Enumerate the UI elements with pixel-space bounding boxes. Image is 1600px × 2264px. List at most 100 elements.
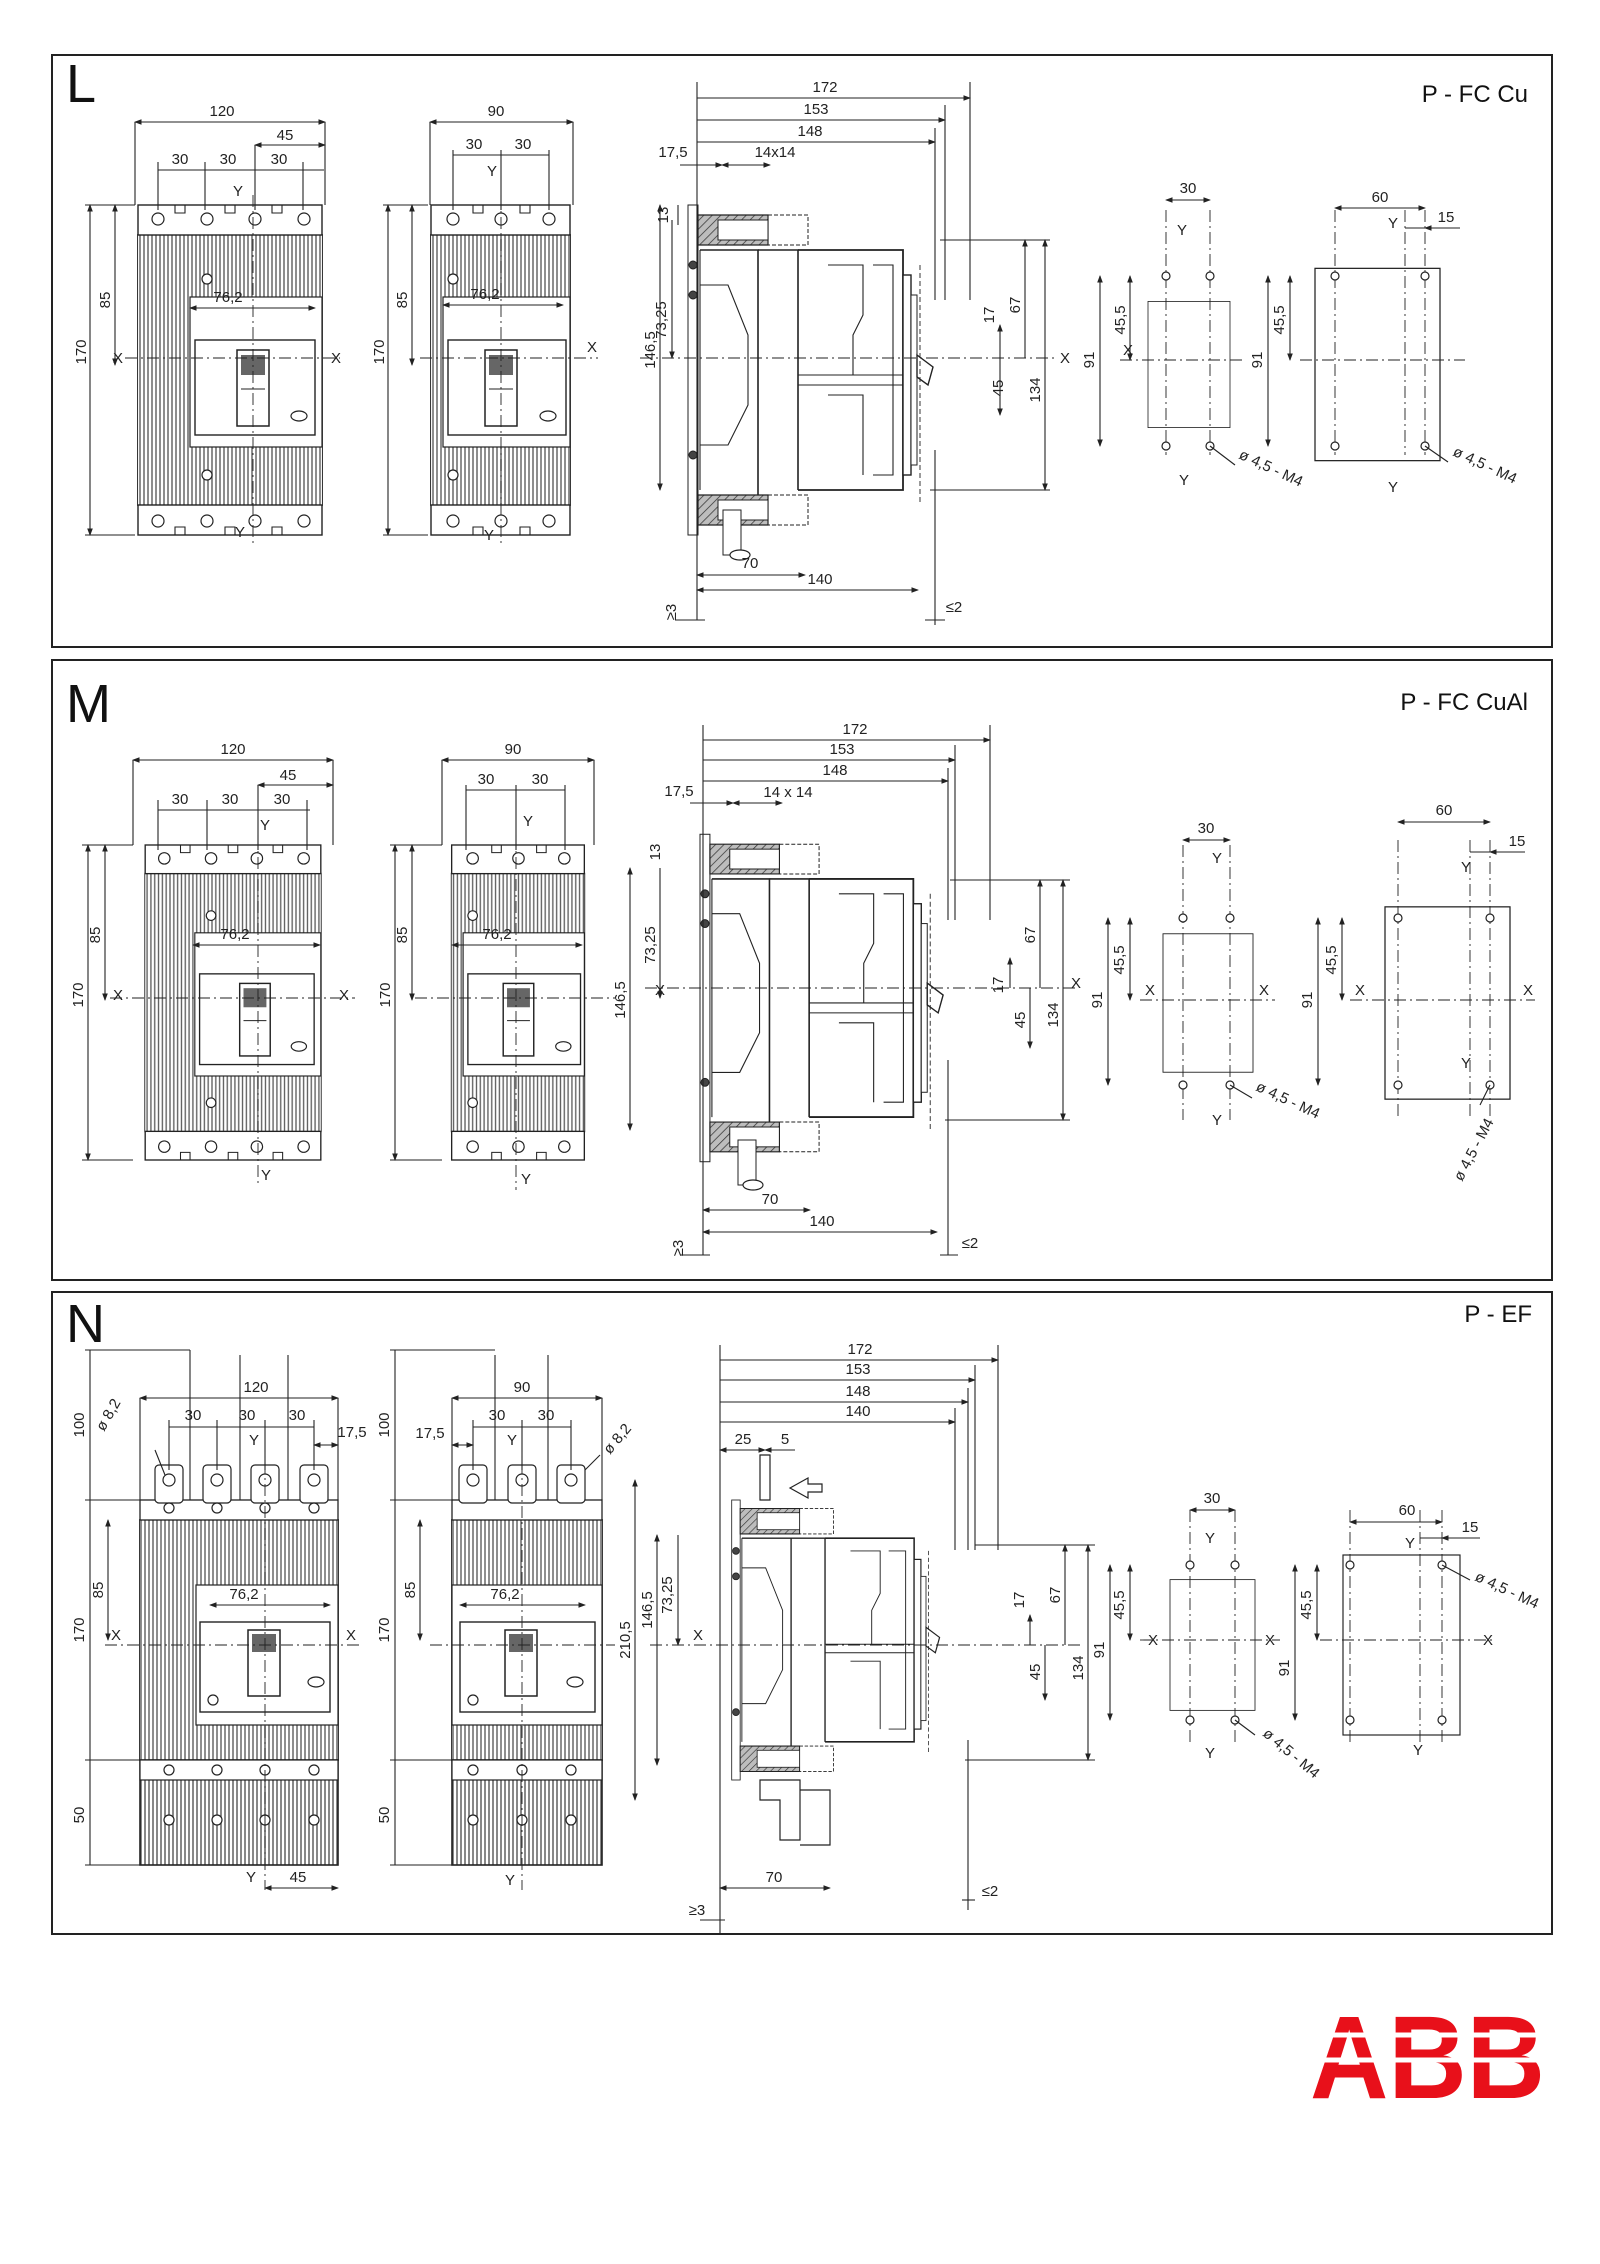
- dim-pitch-2: 30: [538, 1407, 555, 1424]
- axis-x-left: X: [655, 982, 665, 999]
- dim-210-5: 210,5: [617, 1621, 634, 1659]
- dim-100: 100: [71, 1412, 88, 1437]
- dim-height: 170: [377, 982, 394, 1007]
- dim-pitch-3: 30: [289, 1407, 306, 1424]
- axis-y-bottom: Y: [1413, 1742, 1423, 1759]
- dim-pitch-1: 30: [172, 791, 189, 808]
- dim-half-height: 85: [97, 292, 114, 309]
- dim-146-5: 146,5: [642, 331, 659, 369]
- hole-spec: ø 4,5 - M4: [1253, 1078, 1322, 1122]
- hole-spec: ø 4,5 - M4: [1236, 446, 1305, 490]
- dim-half-height: 85: [394, 292, 411, 309]
- dim-91: 91: [1276, 1660, 1293, 1677]
- dim-width: 120: [220, 741, 245, 758]
- dim-17-5: 17,5: [664, 783, 693, 800]
- dim-50: 50: [376, 1807, 393, 1824]
- dim-height: 170: [376, 1617, 393, 1642]
- dim-146-5: 146,5: [612, 981, 629, 1019]
- dim-window: 76,2: [482, 926, 511, 943]
- dim-pitch-45: 45: [277, 127, 294, 144]
- dim-13: 13: [647, 844, 664, 861]
- dim-60: 60: [1399, 1502, 1416, 1519]
- dim-17-5: 17,5: [337, 1424, 366, 1441]
- dim-pitch-1: 30: [478, 771, 495, 788]
- panel-letter: M: [66, 674, 111, 734]
- dim-73-25: 73,25: [642, 926, 659, 964]
- dim-134: 134: [1027, 377, 1044, 402]
- dim-height: 170: [70, 982, 87, 1007]
- dim-depth-172: 172: [847, 1341, 872, 1358]
- dim-height: 170: [371, 339, 388, 364]
- drilling-template-3-pole: 30 X X Y Y 45,5 91 ø 4,5 - M4: [1089, 820, 1322, 1129]
- dim-45: 45: [1012, 1012, 1029, 1029]
- dim-depth-172: 172: [812, 79, 837, 96]
- dim-ge3: ≥3: [663, 604, 680, 621]
- axis-y-bottom: Y: [505, 1872, 515, 1889]
- drilling-template-4-pole: 60 15 Y 45,5 91 Y ø 4,5 - M4: [1249, 189, 1519, 496]
- dim-window: 76,2: [470, 286, 499, 303]
- panel-M: M P - FC CuAl 120 45 30 30 30 Y 170 85 7…: [66, 674, 1535, 1256]
- axis-y-top: Y: [523, 813, 533, 830]
- dim-25: 25: [735, 1431, 752, 1448]
- dim-45-5: 45,5: [1112, 305, 1129, 334]
- dim-67: 67: [1007, 297, 1024, 314]
- dim-width: 90: [505, 741, 522, 758]
- panel-title: P - FC Cu: [1422, 81, 1528, 108]
- dim-30: 30: [1180, 180, 1197, 197]
- panel-title: P - EF: [1464, 1301, 1532, 1328]
- dim-45-5: 45,5: [1298, 1590, 1315, 1619]
- dim-17-5: 17,5: [415, 1425, 444, 1442]
- hole-spec: ø 8,2: [93, 1396, 125, 1434]
- dim-67: 67: [1022, 927, 1039, 944]
- dim-half-height: 85: [394, 927, 411, 944]
- axis-x-left: X: [1145, 982, 1155, 999]
- hole-spec: ø 8,2: [600, 1420, 635, 1457]
- dim-70: 70: [762, 1191, 779, 1208]
- dim-14x14: 14 x 14: [763, 784, 812, 801]
- dim-45-5: 45,5: [1111, 945, 1128, 974]
- dim-pitch-2: 30: [222, 791, 239, 808]
- dim-window: 76,2: [229, 1586, 258, 1603]
- dim-15: 15: [1438, 209, 1455, 226]
- dim-depth-153: 153: [829, 741, 854, 758]
- dim-window: 76,2: [490, 1586, 519, 1603]
- axis-x-left: X: [1148, 1632, 1158, 1649]
- dim-width: 90: [514, 1379, 531, 1396]
- dim-17: 17: [1011, 1592, 1028, 1609]
- dim-91: 91: [1299, 992, 1316, 1009]
- axis-x-right: X: [1265, 1632, 1275, 1649]
- dim-70: 70: [766, 1869, 783, 1886]
- axis-y-top: Y: [487, 163, 497, 180]
- dim-depth-153: 153: [803, 101, 828, 118]
- dim-91: 91: [1249, 352, 1266, 369]
- dim-17-5: 17,5: [658, 144, 687, 161]
- dim-70: 70: [742, 555, 759, 572]
- dim-30: 30: [1204, 1490, 1221, 1507]
- dim-13: 13: [655, 207, 672, 224]
- axis-x-right: X: [1071, 975, 1081, 992]
- dim-134: 134: [1070, 1655, 1087, 1680]
- dim-45-5: 45,5: [1111, 1590, 1128, 1619]
- dim-ge3: ≥3: [670, 1240, 687, 1257]
- dim-depth-148: 148: [845, 1383, 870, 1400]
- axis-y-bottom: Y: [1179, 472, 1189, 489]
- drilling-template-3-pole: 30 X X Y Y 45,5 91 ø 4,5 - M4: [1091, 1490, 1323, 1782]
- dim-pitch-2: 30: [239, 1407, 256, 1424]
- dim-depth-148: 148: [822, 762, 847, 779]
- axis-y-top: Y: [249, 1432, 259, 1449]
- dim-91: 91: [1081, 352, 1098, 369]
- dim-45-5: 45,5: [1323, 945, 1340, 974]
- dim-window: 76,2: [220, 926, 249, 943]
- dim-le2: ≤2: [982, 1883, 999, 1900]
- dim-le2: ≤2: [946, 599, 963, 616]
- dim-60: 60: [1436, 802, 1453, 819]
- axis-y-top: Y: [1177, 222, 1187, 239]
- dim-width: 90: [488, 103, 505, 120]
- front-view-3-pole: 90 30 30 17,5 Y ø 8,2 100 170 50 85 76,2: [376, 1349, 635, 1890]
- panel-letter: N: [66, 1294, 105, 1354]
- abb-logo: ABB: [1305, 1992, 1550, 2124]
- drilling-template-4-pole: 60 15 Y X 45,5 91 Y ø 4,5 - M4: [1276, 1502, 1541, 1759]
- axis-y-bottom: Y: [1212, 1112, 1222, 1129]
- dim-le2: ≤2: [962, 1235, 979, 1252]
- axis-y-bottom: Y: [1205, 1745, 1215, 1762]
